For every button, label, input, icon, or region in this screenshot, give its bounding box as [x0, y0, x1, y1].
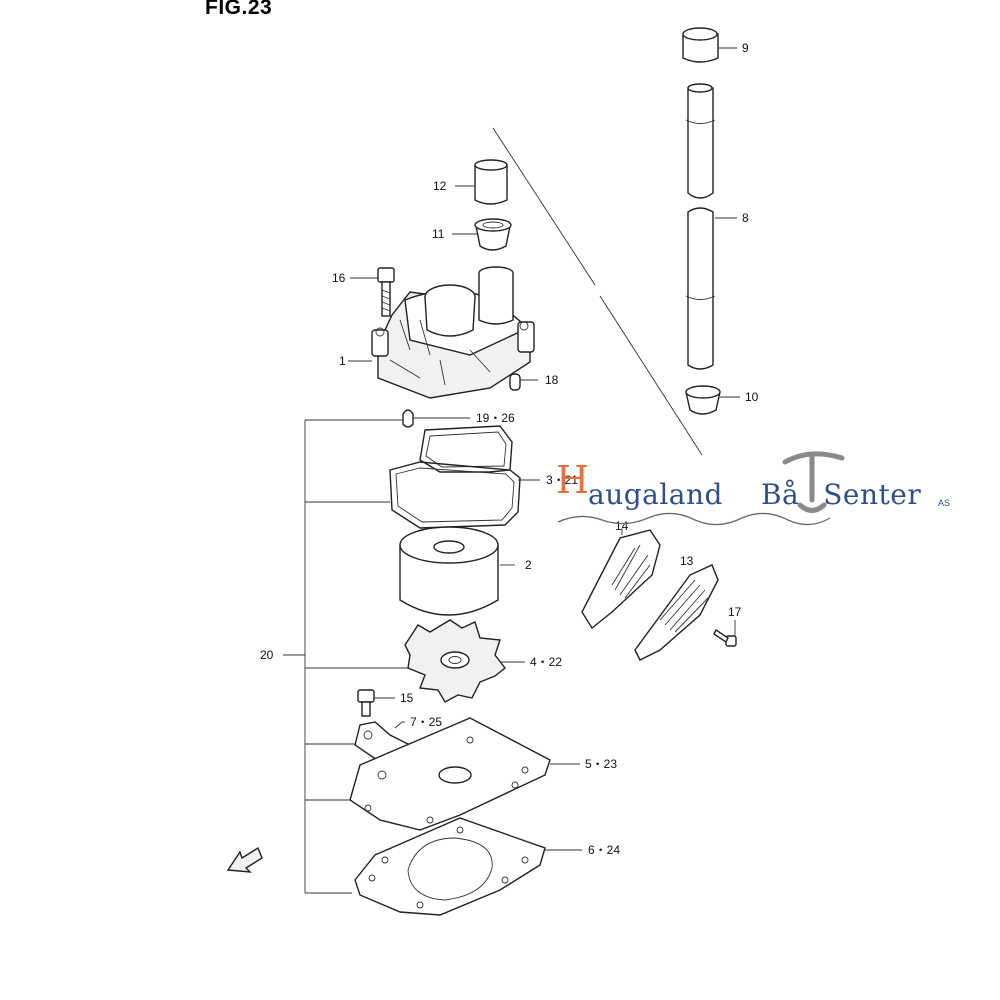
callout-19: 19・26 [476, 411, 515, 425]
part-12-sleeve [474, 159, 508, 205]
part-18-dowel-pin [509, 373, 521, 391]
alignment-guide-line [492, 127, 703, 456]
part-4-impeller [404, 619, 506, 703]
callout-2: 2 [525, 558, 532, 572]
callout-1: 1 [339, 354, 346, 368]
callout-4: 4・22 [530, 655, 562, 669]
callout-14: 14 [615, 519, 629, 533]
watermark-initial: H [556, 458, 590, 502]
callout-3: 3・21 [546, 473, 578, 487]
callout-6: 6・24 [588, 843, 620, 857]
part-9-cap [682, 27, 719, 63]
assembly-bracket-20 [283, 419, 410, 894]
part-17-screw [713, 628, 737, 647]
part-14-water-inlet-cover [581, 529, 661, 630]
callout-8: 8 [742, 211, 749, 225]
callout-15: 15 [400, 691, 414, 705]
figure-title: FIG.23 [205, 0, 273, 19]
part-10-grommet [685, 385, 721, 415]
watermark-name-part1: augaland [588, 478, 723, 511]
part-16-bolt [377, 267, 395, 317]
callout-7: 7・25 [410, 715, 442, 729]
part-1-pump-case [371, 266, 535, 399]
part-15-bolt [357, 689, 375, 717]
part-13-water-inlet-screen [634, 564, 719, 661]
part-6-gasket [354, 817, 546, 916]
part-19-key [402, 409, 414, 428]
watermark-name: augaland Bå Senter [588, 478, 921, 511]
callout-17: 17 [728, 605, 742, 619]
callout-12: 12 [433, 179, 447, 193]
watermark-graphic [557, 451, 845, 526]
leader-lines [348, 47, 740, 851]
front-arrow-icon [226, 846, 263, 873]
part-2-pump-liner [399, 526, 499, 616]
callout-16: 16 [332, 271, 346, 285]
callout-13: 13 [680, 554, 694, 568]
watermark-name-part3: Senter [823, 478, 922, 511]
callout-18: 18 [545, 373, 559, 387]
callout-5: 5・23 [585, 757, 617, 771]
anchor-icon [782, 451, 845, 513]
watermark-suffix: AS [938, 498, 951, 508]
part-3-liner-seal [389, 425, 521, 529]
watermark-name-part2: Bå [760, 478, 800, 511]
part-5-wear-plate [349, 717, 551, 831]
part-8-water-tube [685, 83, 716, 370]
part-11-grommet [474, 218, 512, 251]
callout-9: 9 [742, 41, 749, 55]
callout-20: 20 [260, 648, 274, 662]
callout-10: 10 [745, 390, 759, 404]
callout-11: 11 [432, 227, 445, 241]
